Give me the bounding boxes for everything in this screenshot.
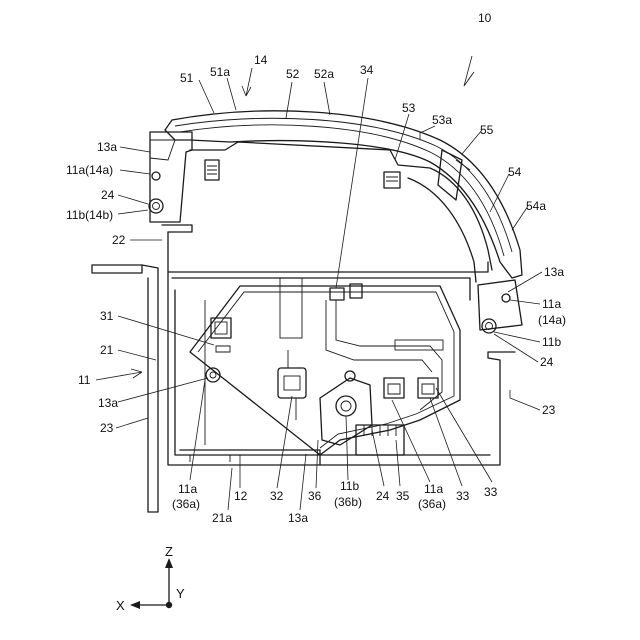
hole-11a-left <box>152 172 160 180</box>
label-13a-bottom: 13a <box>288 511 308 525</box>
led-32 <box>278 368 306 398</box>
led-33b <box>418 378 438 398</box>
label-21: 21 <box>100 343 114 357</box>
label-11a-bottom-left: 11a <box>178 482 197 496</box>
label-34: 34 <box>360 63 374 77</box>
coordinate-axes: Z X Y <box>116 544 185 613</box>
label-11a-14a-left: 11a(14a) <box>66 163 113 177</box>
label-36a-bottom-left: (36a) <box>172 497 200 511</box>
label-52: 52 <box>286 67 300 81</box>
label-53: 53 <box>402 101 416 115</box>
label-53a: 53a <box>432 113 452 127</box>
label-23-right: 23 <box>542 403 556 417</box>
label-24-bottom: 24 <box>376 489 390 503</box>
label-36: 36 <box>308 489 322 503</box>
connector-34 <box>330 288 344 300</box>
board-31 <box>190 278 460 455</box>
label-35: 35 <box>396 489 410 503</box>
label-21a: 21a <box>212 511 232 525</box>
z-arrow-icon <box>165 558 173 568</box>
led-33a <box>384 378 404 398</box>
label-51a: 51a <box>210 65 230 79</box>
x-arrow-icon <box>130 601 140 609</box>
label-11a-bottom-right: 11a <box>424 482 443 496</box>
label-24-left: 24 <box>101 188 115 202</box>
label-12: 12 <box>234 489 248 503</box>
label-11a-right: 11a <box>542 297 561 311</box>
label-33-b: 33 <box>484 485 498 499</box>
leader-lines <box>96 56 542 510</box>
label-11b-bottom: 11b <box>340 479 359 493</box>
label-14a-right: (14a) <box>538 313 566 327</box>
label-10: 10 <box>478 11 492 25</box>
axis-label-z: Z <box>165 544 173 559</box>
label-14: 14 <box>254 53 268 67</box>
label-13a-mid-left: 13a <box>98 396 118 410</box>
label-31: 31 <box>100 309 114 323</box>
label-54: 54 <box>508 165 522 179</box>
y-axis-dot-icon <box>166 602 172 608</box>
label-22: 22 <box>112 233 126 247</box>
label-32: 32 <box>270 489 284 503</box>
label-11b-right: 11b <box>542 335 561 349</box>
cover-14 <box>165 111 522 282</box>
label-36b: (36b) <box>334 495 362 509</box>
screw-24-center <box>336 396 356 416</box>
label-13a-top-left: 13a <box>97 140 117 154</box>
label-11b-14b: 11b(14b) <box>66 208 113 222</box>
hole-11a-right <box>502 294 510 302</box>
left-ear <box>149 132 192 222</box>
axis-label-y: Y <box>176 586 185 601</box>
axis-label-x: X <box>116 598 125 613</box>
label-52a: 52a <box>314 67 334 81</box>
screw-24-right <box>482 319 496 333</box>
label-55: 55 <box>480 123 494 137</box>
label-24-right: 24 <box>540 355 554 369</box>
label-51: 51 <box>180 71 194 85</box>
screw-24-left <box>149 199 163 213</box>
clip-right <box>384 172 400 188</box>
label-54a: 54a <box>526 199 546 213</box>
label-36a-bottom-right: (36a) <box>418 497 446 511</box>
label-33-a: 33 <box>456 489 470 503</box>
label-13a-right: 13a <box>544 265 564 279</box>
label-23-left: 23 <box>100 421 114 435</box>
label-11: 11 <box>78 373 91 387</box>
